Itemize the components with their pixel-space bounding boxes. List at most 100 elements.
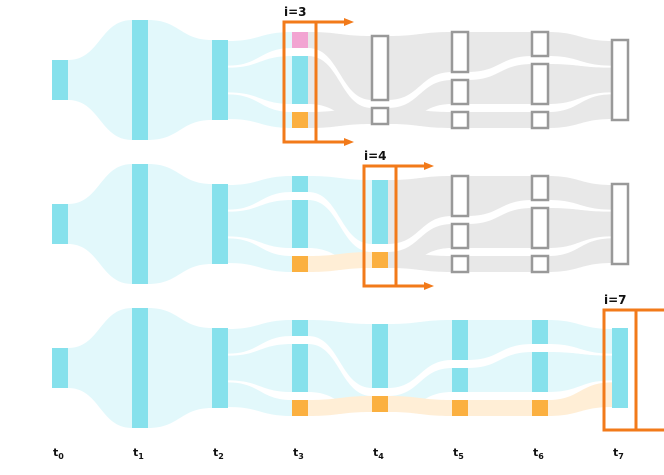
node <box>530 30 550 58</box>
flow-band <box>548 352 612 392</box>
node <box>450 254 470 274</box>
flow-band <box>468 176 532 216</box>
node <box>530 174 550 202</box>
flow-band <box>148 20 212 140</box>
flow-band <box>148 164 212 284</box>
node <box>52 348 68 388</box>
flow-band <box>308 32 372 100</box>
flow-band <box>388 32 452 100</box>
step-label: i=3 <box>284 5 307 19</box>
flow-band <box>468 256 532 272</box>
flow-band <box>468 64 532 104</box>
node <box>132 308 148 428</box>
node <box>610 182 630 266</box>
time-label-base: t <box>133 446 138 459</box>
bracket-arrowhead-bottom <box>424 282 434 290</box>
time-label: t3 <box>293 446 304 461</box>
time-label: t7 <box>613 446 624 461</box>
panel-1-nodes <box>52 20 630 140</box>
flow-band <box>308 320 372 388</box>
node-layer <box>52 20 630 428</box>
flow-band <box>548 94 612 128</box>
node <box>450 174 470 218</box>
node <box>212 40 228 120</box>
panel-3-flows <box>68 308 612 428</box>
step-bracket-2: i=4 <box>362 149 434 290</box>
time-label-subscript: 7 <box>618 452 624 461</box>
bracket-arrowhead-top <box>344 18 354 26</box>
bracket-layer: i=3 i=4 i=7 <box>282 5 664 432</box>
flow-band <box>228 176 292 210</box>
node <box>370 34 390 102</box>
flow-band <box>388 176 452 244</box>
flow-band <box>468 400 532 416</box>
node <box>372 324 388 388</box>
node <box>292 32 308 48</box>
node <box>132 20 148 140</box>
flow-band <box>68 164 132 284</box>
time-label-base: t <box>293 446 298 459</box>
flow-band <box>548 238 612 272</box>
flow-band <box>388 320 452 388</box>
time-label: t1 <box>133 446 144 461</box>
flow-band <box>228 382 292 416</box>
flow-band <box>228 320 292 354</box>
node <box>292 56 308 104</box>
bracket-arrowhead-top <box>424 162 434 170</box>
step-label: i=4 <box>364 149 387 163</box>
node <box>370 106 390 126</box>
flow-band <box>468 32 532 72</box>
flow-band <box>548 208 612 248</box>
node <box>450 78 470 106</box>
node <box>532 320 548 344</box>
time-label-subscript: 0 <box>58 452 64 461</box>
time-label-subscript: 3 <box>298 452 304 461</box>
time-label-base: t <box>613 446 618 459</box>
bracket-arrowhead-bottom <box>344 138 354 146</box>
node <box>452 368 468 392</box>
time-label-base: t <box>373 446 378 459</box>
flow-band <box>228 344 292 392</box>
node <box>292 112 308 128</box>
flow-band <box>468 208 532 248</box>
flow-band <box>468 320 532 360</box>
step-bracket-3: i=7 <box>602 293 664 432</box>
node <box>450 30 470 74</box>
node <box>450 110 470 130</box>
node <box>530 254 550 274</box>
node <box>372 396 388 412</box>
flow-band <box>148 308 212 428</box>
time-label: t6 <box>533 446 544 461</box>
flow-band <box>228 56 292 104</box>
node <box>452 400 468 416</box>
flow-layer <box>68 20 612 428</box>
node <box>292 344 308 392</box>
time-label: t0 <box>53 446 64 461</box>
node <box>372 180 388 244</box>
flow-band <box>308 56 372 124</box>
node <box>292 256 308 272</box>
flow-band <box>228 238 292 272</box>
time-label: t4 <box>373 446 384 461</box>
time-label-subscript: 4 <box>378 452 384 461</box>
node <box>212 328 228 408</box>
flow-band <box>308 396 372 416</box>
flow-band <box>548 176 612 210</box>
flow-band <box>388 108 452 128</box>
node <box>292 320 308 336</box>
node <box>530 62 550 106</box>
flow-band <box>548 32 612 66</box>
flow-band <box>548 382 612 416</box>
node <box>212 184 228 264</box>
time-label-subscript: 2 <box>218 452 224 461</box>
node <box>292 176 308 192</box>
step-label: i=7 <box>604 293 627 307</box>
node <box>372 252 388 268</box>
node <box>292 400 308 416</box>
flow-band <box>468 352 532 392</box>
flow-band <box>308 344 372 412</box>
time-label-base: t <box>533 446 538 459</box>
panel-2-nodes <box>52 164 630 284</box>
